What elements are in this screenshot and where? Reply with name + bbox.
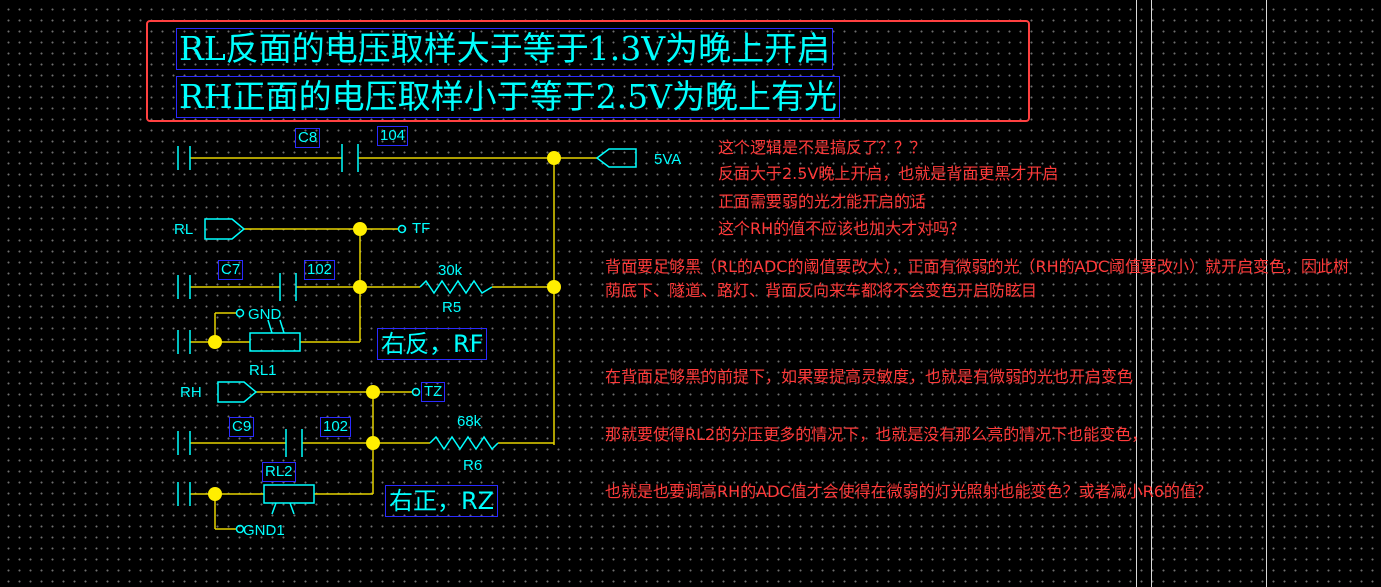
ruler-line bbox=[1266, 0, 1267, 587]
components bbox=[177, 144, 637, 534]
r5-label: R5 bbox=[442, 299, 462, 316]
title-line-1: RL反面的电压取样大于等于1.3V为晚上开启 bbox=[176, 28, 834, 70]
note-paragraph-3: 那就要使得RL2的分压更多的情况下，也就是没有那么亮的情况下也能变色， bbox=[605, 425, 1148, 444]
note-paragraph-1: 背面要足够黑（RL的ADC的阈值要改大），正面有微弱的光（RH的ADC阈值要改小… bbox=[605, 257, 1350, 300]
note-question-1: 这个逻辑是不是搞反了？？？ bbox=[718, 138, 927, 157]
ruler-line bbox=[1136, 0, 1137, 587]
rl2-label: RL2 bbox=[262, 462, 296, 482]
c9-value: 102 bbox=[320, 417, 352, 437]
c8-label: C8 bbox=[295, 128, 321, 148]
r5-value: 30k bbox=[438, 262, 463, 279]
c7-label: C7 bbox=[218, 260, 244, 280]
r6-value: 68k bbox=[457, 413, 482, 430]
title-line-2: RH正面的电压取样小于等于2.5V为晚上有光 bbox=[176, 76, 840, 118]
note-question-2: 反面大于2.5V晚上开启，也就是背面更黑才开启 bbox=[718, 164, 1059, 183]
r6-label: R6 bbox=[463, 457, 483, 474]
port-tf-label: TF bbox=[412, 220, 431, 237]
title-frame bbox=[146, 20, 1030, 122]
note-paragraph-2: 在背面足够黑的前提下，如果要提高灵敏度，也就是有微弱的光也开启变色 bbox=[605, 367, 1134, 386]
port-rh-label: RH bbox=[180, 384, 202, 401]
junction-dots bbox=[208, 151, 561, 501]
right-front-label: 右正，RZ bbox=[385, 485, 499, 517]
port-tz-label: TZ bbox=[421, 382, 446, 402]
ruler-line bbox=[1151, 0, 1152, 587]
rl1-label: RL1 bbox=[249, 362, 277, 379]
port-5va-label: 5VA bbox=[654, 151, 682, 168]
c8-value: 104 bbox=[377, 126, 409, 146]
c7-value: 102 bbox=[304, 260, 336, 280]
note-question-3: 正面需要弱的光才能开启的话 bbox=[718, 192, 927, 211]
c9-label: C9 bbox=[229, 417, 255, 437]
gnd1-label: GND1 bbox=[243, 522, 285, 539]
port-rl-label: RL bbox=[174, 221, 194, 238]
note-question-4: 这个RH的值不应该也加大才对吗？ bbox=[718, 219, 966, 238]
note-paragraph-4: 也就是也要调高RH的ADC值才会使得在微弱的灯光照射也能变色？或者减小R6的值？ bbox=[605, 482, 1212, 501]
right-back-label: 右反，RF bbox=[377, 328, 488, 360]
gnd-label: GND bbox=[248, 306, 282, 323]
